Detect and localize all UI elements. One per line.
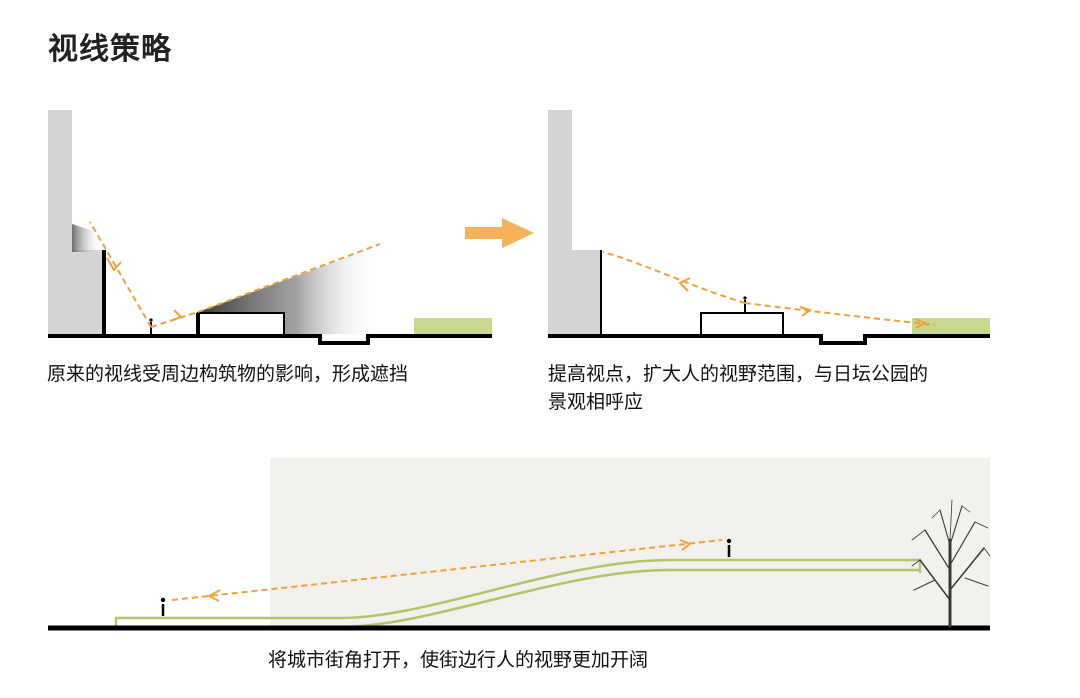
ramp-outline [114,558,922,627]
panel-original-condition [48,110,492,345]
ground-line [548,334,990,345]
building-shadow [72,224,102,252]
ramp-inner [339,568,920,629]
tree-icon [911,499,991,628]
panel-raised-viewpoint [548,110,990,345]
person-silhouette-icon [149,318,153,334]
tall-building [548,110,601,334]
park-area [912,318,990,334]
sightlines-open [602,251,936,326]
low-structure [700,312,784,336]
panel-opened-corner [48,458,991,631]
caption-raised-viewpoint: 提高视点，扩大人的视野范围，与日坛公园的 景观相呼应 [548,360,998,416]
sightline-arrowheads [106,257,183,322]
person-silhouette-icon [726,538,732,557]
sightline-long [171,539,723,601]
page-title: 视线策略 [48,32,172,67]
person-silhouette-icon [743,296,747,312]
right-arrow-icon [465,218,534,248]
caption-line: 提高视点，扩大人的视野范围，与日坛公园的 [548,363,929,385]
person-silhouette-icon [160,597,166,616]
caption-original-condition: 原来的视线受周边构筑物的影响，形成遮挡 [47,363,409,385]
caption-line: 景观相呼应 [548,391,644,413]
sightline-arrowheads [206,539,693,602]
caption-opened-corner: 将城市街角打开，使街边行人的视野更加开阔 [268,649,649,671]
sightline-arrowheads [678,277,928,329]
tall-building [48,110,104,334]
ground-line [48,334,492,345]
low-structure [197,312,285,336]
backdrop-area [270,458,990,628]
park-area [414,318,492,334]
